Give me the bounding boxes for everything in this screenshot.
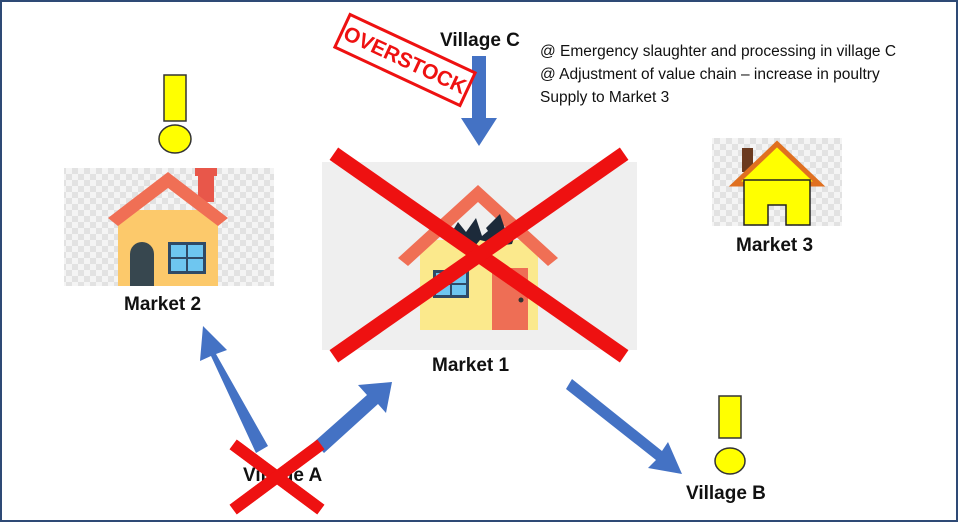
label-market-1: Market 1 (432, 355, 510, 376)
arrow-village-a-to-market-2 (200, 326, 268, 453)
label-village-b: Village B (686, 483, 766, 504)
market-2-house-icon (64, 168, 274, 286)
arrow-village-a-to-market-1 (314, 382, 392, 453)
action-notes: @ Emergency slaughter and processing in … (540, 40, 896, 109)
alert-village-b-icon (714, 395, 746, 475)
label-market-2: Market 2 (124, 294, 202, 315)
note-line: @ Adjustment of value chain – increase i… (540, 66, 880, 83)
label-village-a: Village A (243, 465, 323, 486)
overstock-stamp: OVERSTOCK (332, 12, 478, 108)
label-village-c: Village C (440, 30, 520, 51)
alert-market-2-icon (158, 74, 192, 154)
note-line: @ Emergency slaughter and processing in … (540, 43, 897, 60)
arrow-village-c-to-market-1 (461, 56, 497, 146)
label-market-3: Market 3 (736, 235, 814, 256)
note-line: Supply to Market 3 (540, 89, 670, 106)
arrow-market-1-to-village-b (566, 379, 682, 474)
market-1-cross-icon (329, 147, 629, 363)
market-3-house-icon (712, 138, 842, 226)
